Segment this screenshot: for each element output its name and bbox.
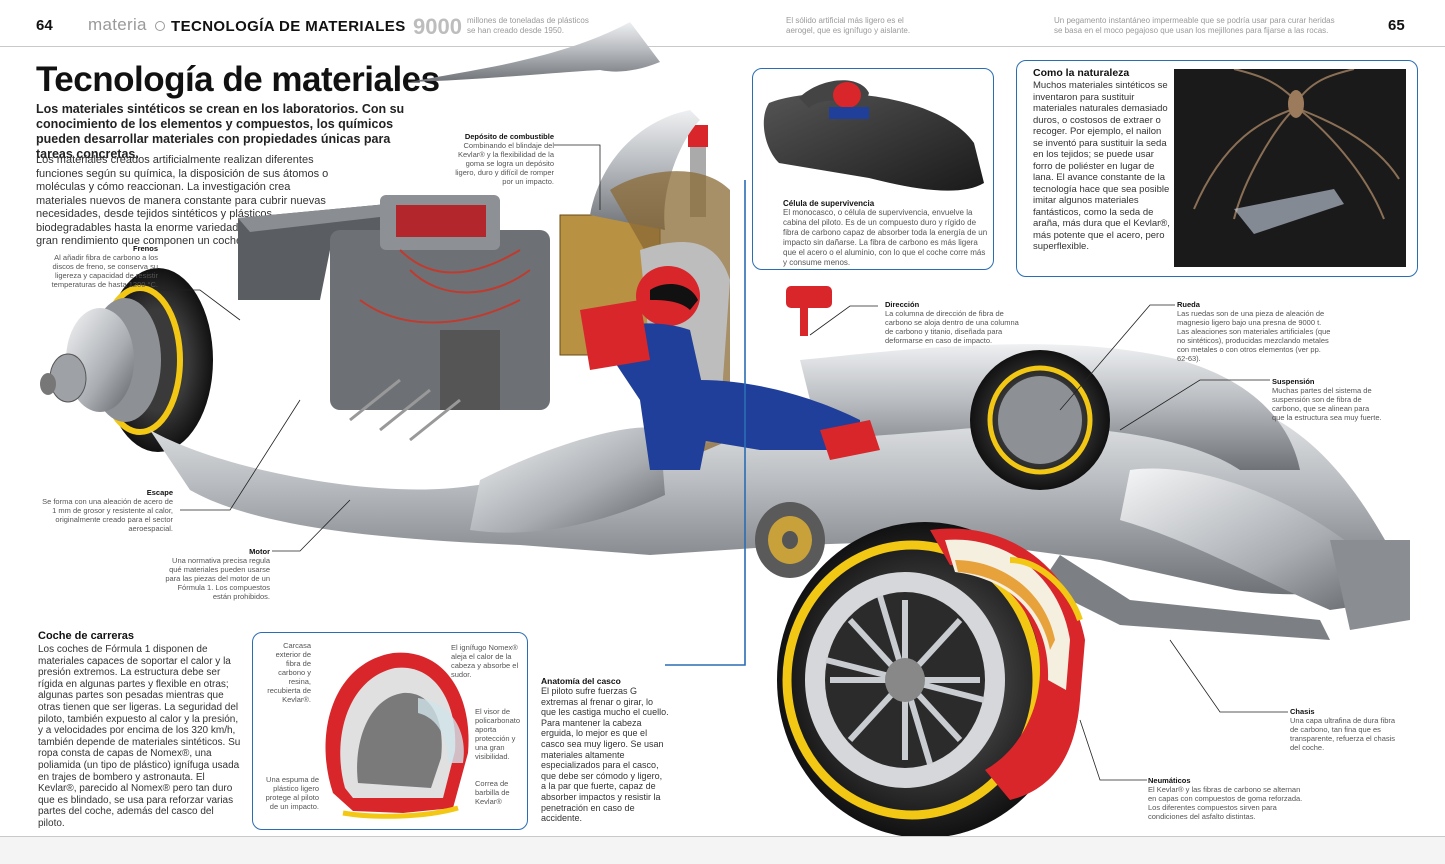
page-number-left: 64 bbox=[36, 17, 53, 34]
footer-band bbox=[0, 837, 1445, 864]
helmet-illustration bbox=[325, 652, 469, 819]
celula-heading: Célula de supervivencia bbox=[783, 199, 875, 208]
separator-dot-icon bbox=[155, 21, 165, 31]
fact-number: 9000 bbox=[413, 14, 462, 39]
helmet-espuma-label: Una espuma de plástico ligero protege al… bbox=[265, 775, 319, 811]
nature-heading: Como la naturaleza bbox=[1033, 67, 1130, 79]
footer-rule bbox=[0, 836, 1445, 837]
floating-wing-fragment bbox=[410, 22, 660, 82]
label-direccion: Dirección La columna de dirección de fib… bbox=[885, 300, 1019, 345]
helmet-panel: Carcasa exterior de fibra de carbono y r… bbox=[252, 632, 528, 830]
helmet-carcasa-label: Carcasa exterior de fibra de carbono y r… bbox=[267, 641, 311, 704]
nature-panel: Como la naturaleza Muchos materiales sin… bbox=[1016, 60, 1418, 277]
page-number-right: 65 bbox=[1388, 17, 1405, 34]
label-neumaticos: Neumáticos El Kevlar® y las fibras de ca… bbox=[1148, 776, 1303, 821]
celula-text: El monocasco, o célula de supervivencia,… bbox=[783, 208, 988, 267]
label-suspension: Suspensión Muchas partes del sistema de … bbox=[1272, 377, 1382, 422]
header-rule bbox=[0, 46, 1445, 47]
label-deposito: Depósito de combustible Combinando el bl… bbox=[455, 132, 554, 186]
label-chasis: Chasis Una capa ultrafina de dura fibra … bbox=[1290, 707, 1396, 752]
chapter-title: TECNOLOGÍA DE MATERIALES bbox=[171, 18, 406, 35]
fact-plastics: millones de toneladas de plásticos se ha… bbox=[467, 16, 589, 35]
section-name: materia bbox=[88, 15, 147, 34]
fact-aerogel: El sólido artificial más ligero es el ae… bbox=[786, 16, 911, 35]
label-motor: Motor Una normativa precisa regula qué m… bbox=[165, 547, 270, 601]
page-title: Tecnología de materiales bbox=[36, 60, 440, 99]
race-car-text: Los coches de Fórmula 1 disponen de mate… bbox=[38, 644, 241, 829]
spider-photo bbox=[1174, 69, 1406, 267]
page-header: 64 materia TECNOLOGÍA DE MATERIALES 9000… bbox=[0, 0, 1445, 46]
label-escape: Escape Se forma con una aleación de acer… bbox=[42, 488, 173, 533]
helmet-anatomy-text: Anatomía del casco El piloto sufre fuerz… bbox=[541, 676, 669, 824]
survival-cell-panel: Célula de supervivencia El monocasco, o … bbox=[752, 68, 994, 270]
helmet-visor-label: El visor de policarbonato aporta protecc… bbox=[475, 707, 521, 761]
intro-paragraph: Los materiales creados artificialmente r… bbox=[36, 154, 329, 247]
race-car-heading: Coche de carreras bbox=[38, 630, 134, 642]
lead-paragraph: Los materiales sintéticos se crean en lo… bbox=[36, 102, 405, 161]
fact-glue: Un pegamento instantáneo impermeable que… bbox=[1054, 16, 1335, 35]
nature-text: Muchos materiales sintéticos se inventar… bbox=[1033, 80, 1170, 252]
helmet-nomex-label: El ignífugo Nomex® aleja el calor de la … bbox=[451, 643, 519, 679]
monocoque-illustration bbox=[763, 80, 984, 191]
label-rueda: Rueda Las ruedas son de una pieza de ale… bbox=[1177, 300, 1331, 363]
label-frenos: Frenos Al añadir fibra de carbono a los … bbox=[51, 244, 158, 289]
helmet-correa-label: Correa de barbilla de Kevlar® bbox=[475, 779, 510, 806]
